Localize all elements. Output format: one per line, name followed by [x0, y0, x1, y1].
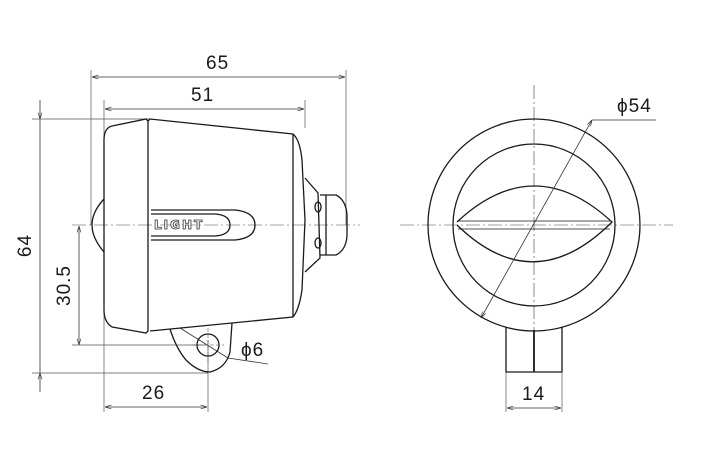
lens-eye	[456, 185, 613, 263]
rear-cap	[304, 177, 321, 273]
dim-mount-height: 30.5	[53, 265, 75, 306]
dim-mount-width: 14	[522, 384, 546, 405]
logo-text: LIGHT	[154, 218, 205, 232]
dim-mount-hole: ϕ6	[241, 340, 265, 361]
logo-badge	[151, 209, 256, 241]
dim-overall-length: 65	[206, 53, 230, 74]
side-view	[32, 70, 360, 412]
dim-body-length: 51	[191, 85, 215, 106]
light-body	[147, 118, 306, 332]
front-view	[400, 85, 673, 412]
mount-tab	[169, 322, 233, 373]
front-bezel	[103, 118, 149, 334]
dim-mount-offset: 26	[142, 383, 166, 404]
dimension-lines	[40, 77, 345, 407]
rear-switch	[320, 194, 348, 256]
dim-overall-height: 64	[15, 233, 37, 258]
lens-bulge	[91, 198, 105, 253]
dim-diameter: ϕ54	[617, 96, 652, 117]
